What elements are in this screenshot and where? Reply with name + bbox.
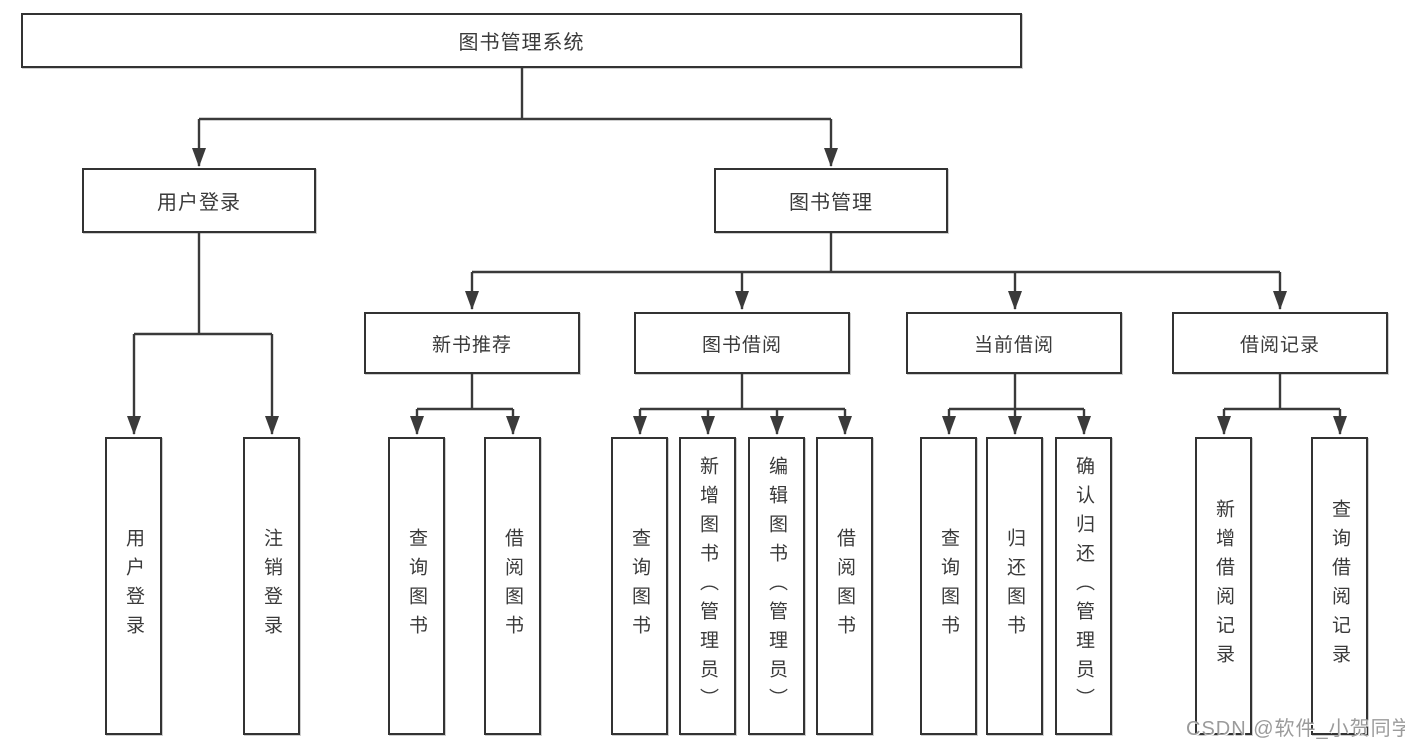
node-borrow-records: 借阅记录 bbox=[1172, 312, 1388, 374]
leaf-confirm-return-admin: 确认归还（管理员） bbox=[1055, 437, 1112, 735]
leaf-return-books: 归还图书 bbox=[986, 437, 1043, 735]
leaf-query-books-recommend: 查询图书 bbox=[388, 437, 445, 735]
leaf-query-borrow-record: 查询借阅记录 bbox=[1311, 437, 1368, 735]
leaf-add-borrow-record: 新增借阅记录 bbox=[1195, 437, 1252, 735]
leaf-logout: 注销登录 bbox=[243, 437, 300, 735]
leaf-query-books-borrow: 查询图书 bbox=[611, 437, 668, 735]
leaf-borrow-books: 借阅图书 bbox=[816, 437, 873, 735]
node-new-book-recommend: 新书推荐 bbox=[364, 312, 580, 374]
node-user-login: 用户登录 bbox=[82, 168, 316, 233]
node-book-borrow: 图书借阅 bbox=[634, 312, 850, 374]
leaf-query-books-current: 查询图书 bbox=[920, 437, 977, 735]
leaf-edit-books-admin: 编辑图书（管理员） bbox=[748, 437, 805, 735]
leaf-user-login: 用户登录 bbox=[105, 437, 162, 735]
node-current-borrow: 当前借阅 bbox=[906, 312, 1122, 374]
leaf-borrow-books-recommend: 借阅图书 bbox=[484, 437, 541, 735]
leaf-add-books-admin: 新增图书（管理员） bbox=[679, 437, 736, 735]
node-root: 图书管理系统 bbox=[21, 13, 1022, 68]
node-book-management: 图书管理 bbox=[714, 168, 948, 233]
csdn-watermark: CSDN @软件_小贺同学 bbox=[1186, 718, 1405, 740]
